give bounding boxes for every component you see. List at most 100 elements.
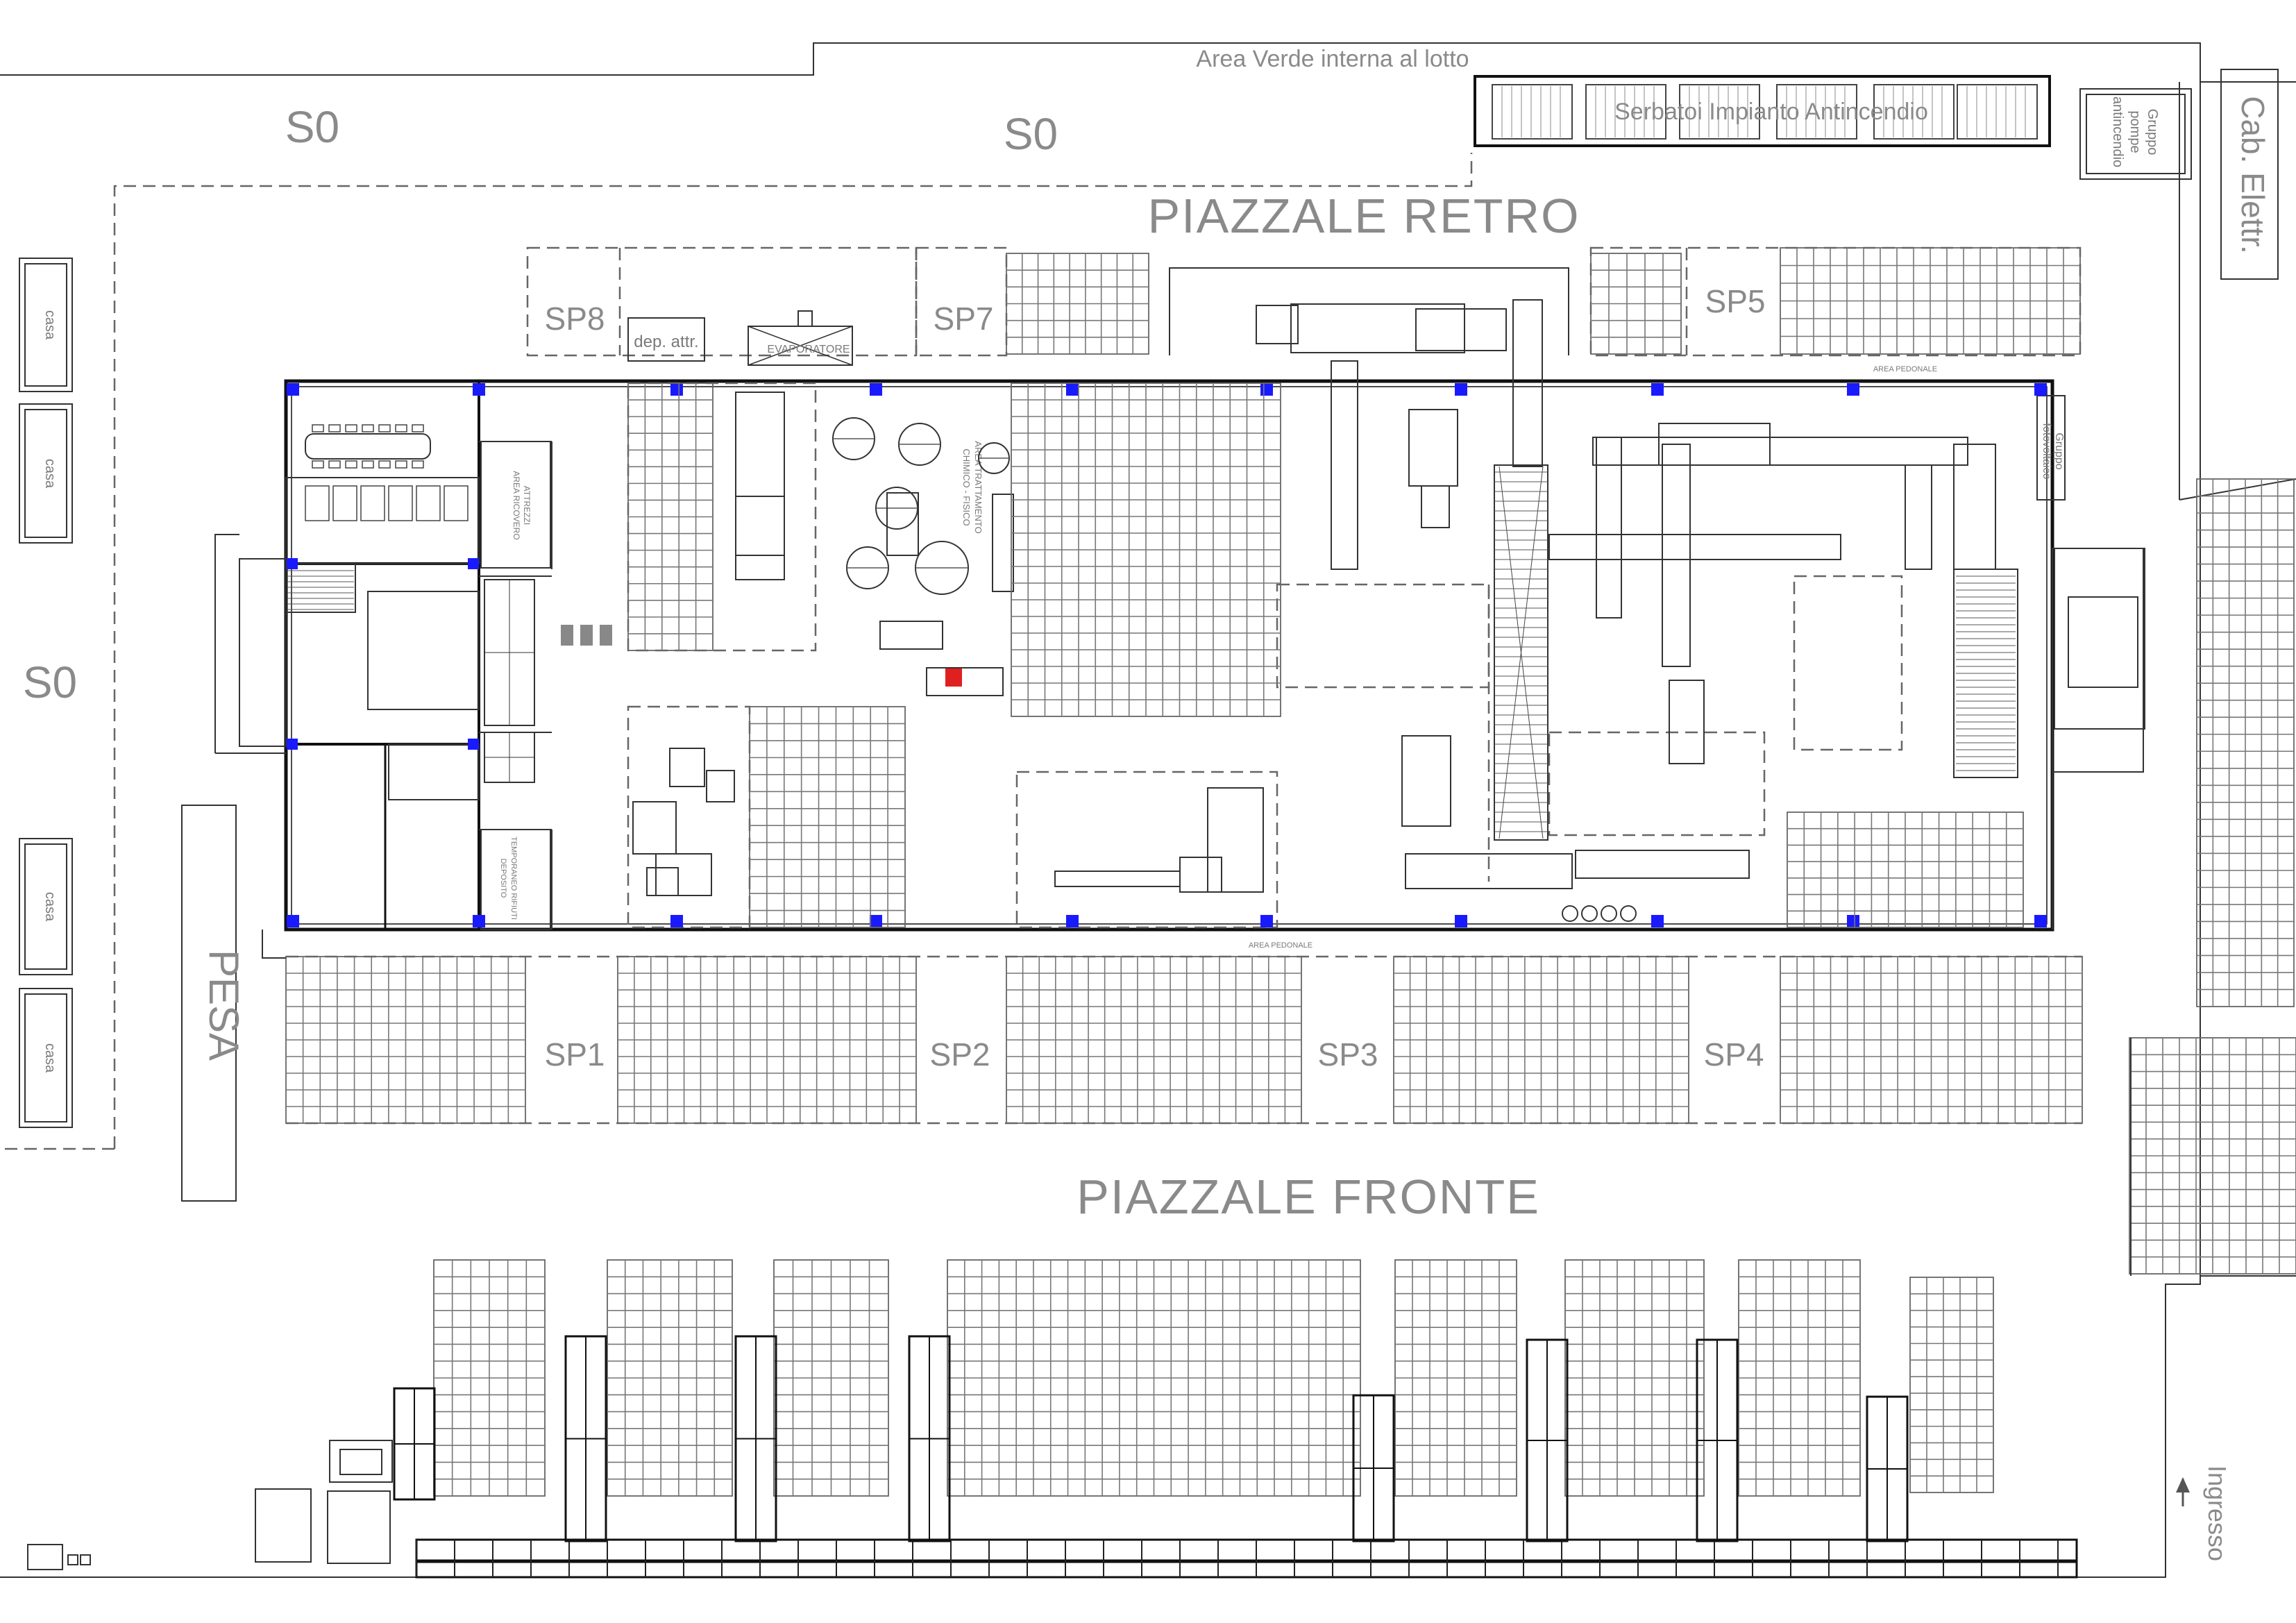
piazzale-retro-label: PIAZZALE RETRO (1147, 189, 1580, 243)
deposito-line-2: TEMPORANEO RIFIUTI (509, 836, 518, 920)
evaporatore: EVAPORATORE (748, 310, 853, 366)
alarm-marker (945, 668, 962, 687)
pillar (1260, 915, 1273, 927)
chair (378, 460, 391, 469)
gruppo-pompe-line-2: pompe (2127, 110, 2143, 153)
storage-grid-block (1394, 1259, 1517, 1497)
reactor (898, 423, 941, 466)
wheel (1562, 905, 1578, 922)
chair (362, 424, 374, 432)
reactor (915, 541, 969, 595)
truck-bay (1526, 1338, 1569, 1542)
storage-grid-block (749, 706, 906, 928)
storage-grid-block (627, 382, 714, 651)
toilet-stall (416, 485, 441, 521)
pillar (287, 739, 298, 750)
truck-bay (908, 1335, 951, 1542)
pillar (2034, 383, 2047, 396)
reactor (846, 546, 889, 589)
electrical-cabin: Cab. Elettr. (2220, 69, 2279, 280)
marker-block (561, 625, 573, 646)
chair (312, 424, 324, 432)
marker-block (600, 625, 612, 646)
wheel (1601, 905, 1617, 922)
storage-grid-block (1780, 956, 2083, 1124)
pesa-label: PESA (201, 950, 247, 1061)
cab-elettr-label: Cab. Elettr. (2235, 96, 2271, 254)
chair (312, 460, 324, 469)
pillar (1066, 383, 1079, 396)
zone-sp7: SP7 (934, 301, 994, 337)
toilet-stall (444, 485, 469, 521)
dep-attr-label: dep. attr. (634, 333, 698, 351)
casa-label: casa (42, 1043, 58, 1073)
chair (328, 424, 341, 432)
pillar (1847, 383, 1859, 396)
gruppo-fotovoltaico-line-2: fotovoltaico (2041, 423, 2052, 480)
casa-block: casa (19, 838, 73, 975)
tank (1585, 84, 1666, 140)
area-ricovero-line-1: AREA RICOVERO (512, 471, 521, 539)
area-ricovero-line-2: ATTREZZI (522, 486, 532, 525)
area-pedonale-label-top: AREA PEDONALE (1873, 365, 1937, 373)
truck-bay (734, 1335, 777, 1542)
storage-grid-block (1738, 1259, 1861, 1497)
rack-box (484, 579, 535, 726)
pillar (1455, 915, 1467, 927)
gruppo-fotovoltaico-line-1: Gruppo (2053, 432, 2065, 469)
pillar (1847, 915, 1859, 927)
front-zones (286, 955, 2082, 1125)
pillar (287, 915, 299, 927)
chair (378, 424, 391, 432)
zone-sp8: SP8 (545, 301, 605, 337)
lot-boundary (0, 42, 2296, 1578)
chair (362, 460, 374, 469)
storage-grid-block (617, 956, 917, 1124)
toilet-stall (332, 485, 357, 521)
zone-sp5: SP5 (1705, 283, 1766, 319)
front-curb-lower (415, 1561, 2078, 1579)
chemical-reactors (832, 417, 1010, 595)
ingresso-marker: Ingresso (2176, 1465, 2231, 1561)
pillar (870, 915, 882, 927)
tank (1957, 84, 2038, 140)
storage-grid-block (2196, 478, 2295, 1007)
wheel (1581, 905, 1598, 922)
toilet-stall (388, 485, 413, 521)
marker-block (580, 625, 593, 646)
pillar (1651, 915, 1664, 927)
front-curb (415, 1538, 2078, 1562)
chair (412, 424, 424, 432)
pillar (2034, 915, 2047, 927)
toilet-stall (360, 485, 385, 521)
chair (412, 460, 424, 469)
pillar (287, 383, 299, 396)
pillar (473, 915, 485, 927)
casa-blocks: casa casa casa casa (19, 258, 73, 1128)
truck-bay (564, 1335, 607, 1542)
zone-sp4: SP4 (1704, 1036, 1764, 1073)
process-machinery: Gruppo fotovoltaico (632, 299, 2145, 922)
zone-sp1: SP1 (545, 1036, 605, 1073)
main-building: AREA RICOVERO ATTREZZI DEPOSITO TEMPORAN… (214, 379, 2054, 932)
pesa-scale: PESA (181, 805, 247, 1202)
bottom-bays (393, 1335, 2078, 1579)
chair (345, 460, 357, 469)
pillar (1455, 383, 1467, 396)
pillar (670, 915, 683, 927)
storage-grid-block (1006, 253, 1149, 355)
bottom-left-equipment (27, 1440, 393, 1570)
pillar (468, 739, 479, 750)
area-pedonale-label-bottom: AREA PEDONALE (1249, 941, 1312, 950)
evaporatore-label: EVAPORATORE (767, 344, 850, 355)
rear-enclosure (1169, 267, 1569, 355)
storage-grid-block (1011, 382, 1281, 717)
s0-label-top-left: S0 (285, 102, 339, 152)
casa-label: casa (42, 459, 58, 489)
fire-tanks: Serbatoi Impianto Antincendio Gruppo pom… (1474, 75, 2192, 180)
storage-grid-block (1909, 1277, 1994, 1493)
storage-grid-block (1787, 812, 2024, 928)
casa-block: casa (19, 403, 73, 544)
process-areas (627, 382, 1903, 929)
